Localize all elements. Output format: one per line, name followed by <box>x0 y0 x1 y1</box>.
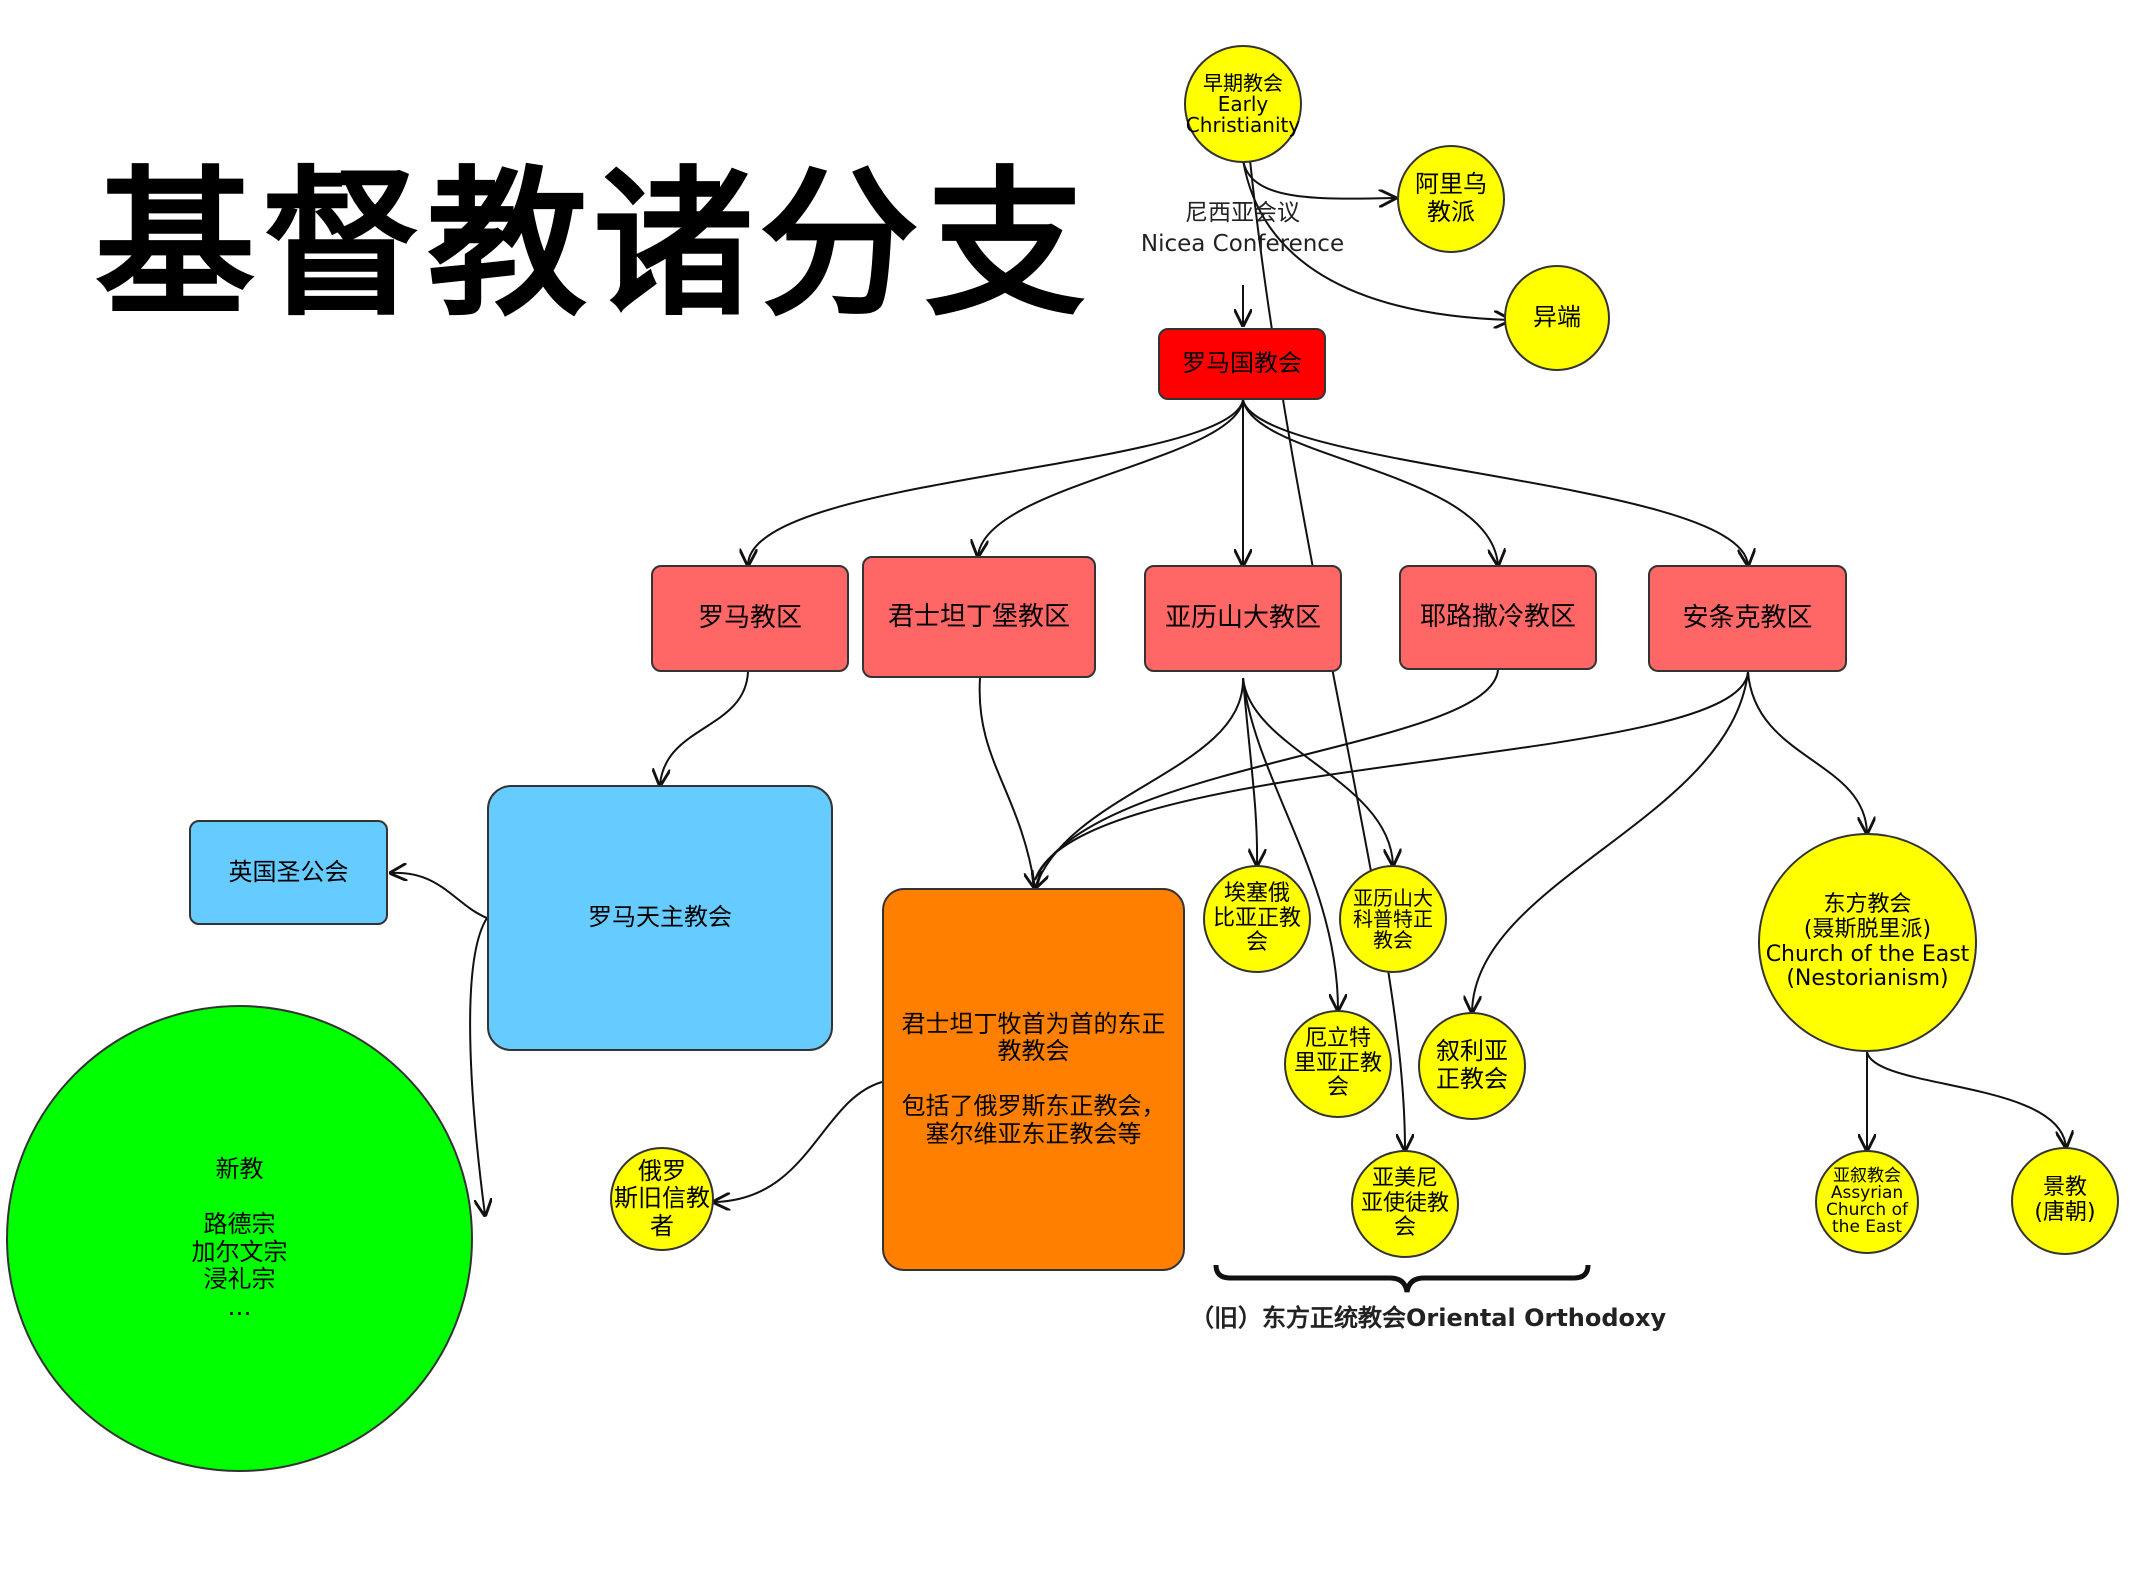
edge-constantinople-orthodox <box>978 677 1035 888</box>
edge-early-arius <box>1242 159 1395 199</box>
edge-early-coptic <box>1249 159 1371 867</box>
node-rome-diocese[interactable]: 罗马教区 <box>651 565 849 672</box>
edge-antioch-church-east <box>1747 671 1867 833</box>
node-coptic-orthodox[interactable]: 亚历山大 科普特正 教会 <box>1339 865 1447 973</box>
node-church-of-the-east[interactable]: 东方教会 (聂斯脱里派) Church of the East (Nestori… <box>1758 833 1977 1052</box>
node-constantinople-diocese[interactable]: 君士坦丁堡教区 <box>862 556 1096 678</box>
node-heresy[interactable]: 异端 <box>1504 265 1610 371</box>
edge-antioch-syriac <box>1472 671 1749 1012</box>
node-jerusalem-diocese[interactable]: 耶路撒冷教区 <box>1399 565 1597 670</box>
node-old-believers[interactable]: 俄罗 斯旧信教 者 <box>610 1147 714 1251</box>
edge-state-constantinople <box>978 399 1244 556</box>
node-protestantism[interactable]: 新教 路德宗 加尔文宗 浸礼宗 … <box>6 1005 473 1472</box>
edge-church-east-jingjiao <box>1866 1051 2066 1147</box>
edge-jerusalem-orthodox <box>1034 669 1499 881</box>
group-brace <box>1213 1264 1591 1293</box>
edge-orthodox-old-believers <box>714 1081 883 1202</box>
node-early-christianity[interactable]: 早期教会 Early Christianity <box>1184 45 1302 163</box>
edge-state-rome <box>748 399 1244 565</box>
edge-alexandria-orthodox <box>1035 677 1245 888</box>
node-alexandria-diocese[interactable]: 亚历山大教区 <box>1144 565 1342 672</box>
edge-rome-catholic <box>660 671 749 785</box>
node-ethiopian-orthodox[interactable]: 埃塞俄 比亚正教 会 <box>1203 865 1311 973</box>
edge-catholic-anglican <box>391 873 488 919</box>
node-eastern-orthodox-church[interactable]: 君士坦丁牧首为首的东正教教会 包括了俄罗斯东正教会，塞尔维亚东正教会等 <box>882 888 1185 1271</box>
node-roman-state-church[interactable]: 罗马国教会 <box>1158 328 1326 400</box>
node-antioch-diocese[interactable]: 安条克教区 <box>1648 565 1847 672</box>
edge-state-jerusalem <box>1242 399 1498 565</box>
oriental-orthodoxy-label: （旧）东方正统教会Oriental Orthodoxy <box>1190 1304 1667 1332</box>
edge-alexandria-coptic <box>1242 677 1393 865</box>
edge-antioch-orthodox <box>1034 671 1749 881</box>
edge-catholic-protestant <box>469 917 487 1215</box>
node-anglican-church[interactable]: 英国圣公会 <box>189 820 388 925</box>
node-assyrian-church[interactable]: 亚叙教会 Assyrian Church of the East <box>1815 1150 1919 1254</box>
node-armenian-apostolic[interactable]: 亚美尼 亚使徒教 会 <box>1351 1150 1459 1258</box>
node-syriac-orthodox[interactable]: 叙利亚 正教会 <box>1418 1012 1526 1120</box>
node-jingjiao[interactable]: 景教 (唐朝) <box>2011 1147 2119 1255</box>
edge-state-antioch <box>1242 399 1748 565</box>
node-eritrean-orthodox[interactable]: 厄立特 里亚正教 会 <box>1284 1010 1392 1118</box>
node-arius[interactable]: 阿里乌 教派 <box>1397 145 1505 253</box>
nicea-conference-label: 尼西亚会议 Nicea Conference <box>1140 200 1345 258</box>
edge-alexandria-ethiopian <box>1242 677 1257 865</box>
page-title: 基督教诸分支 <box>95 151 1092 338</box>
node-roman-catholic-church[interactable]: 罗马天主教会 <box>487 785 833 1051</box>
